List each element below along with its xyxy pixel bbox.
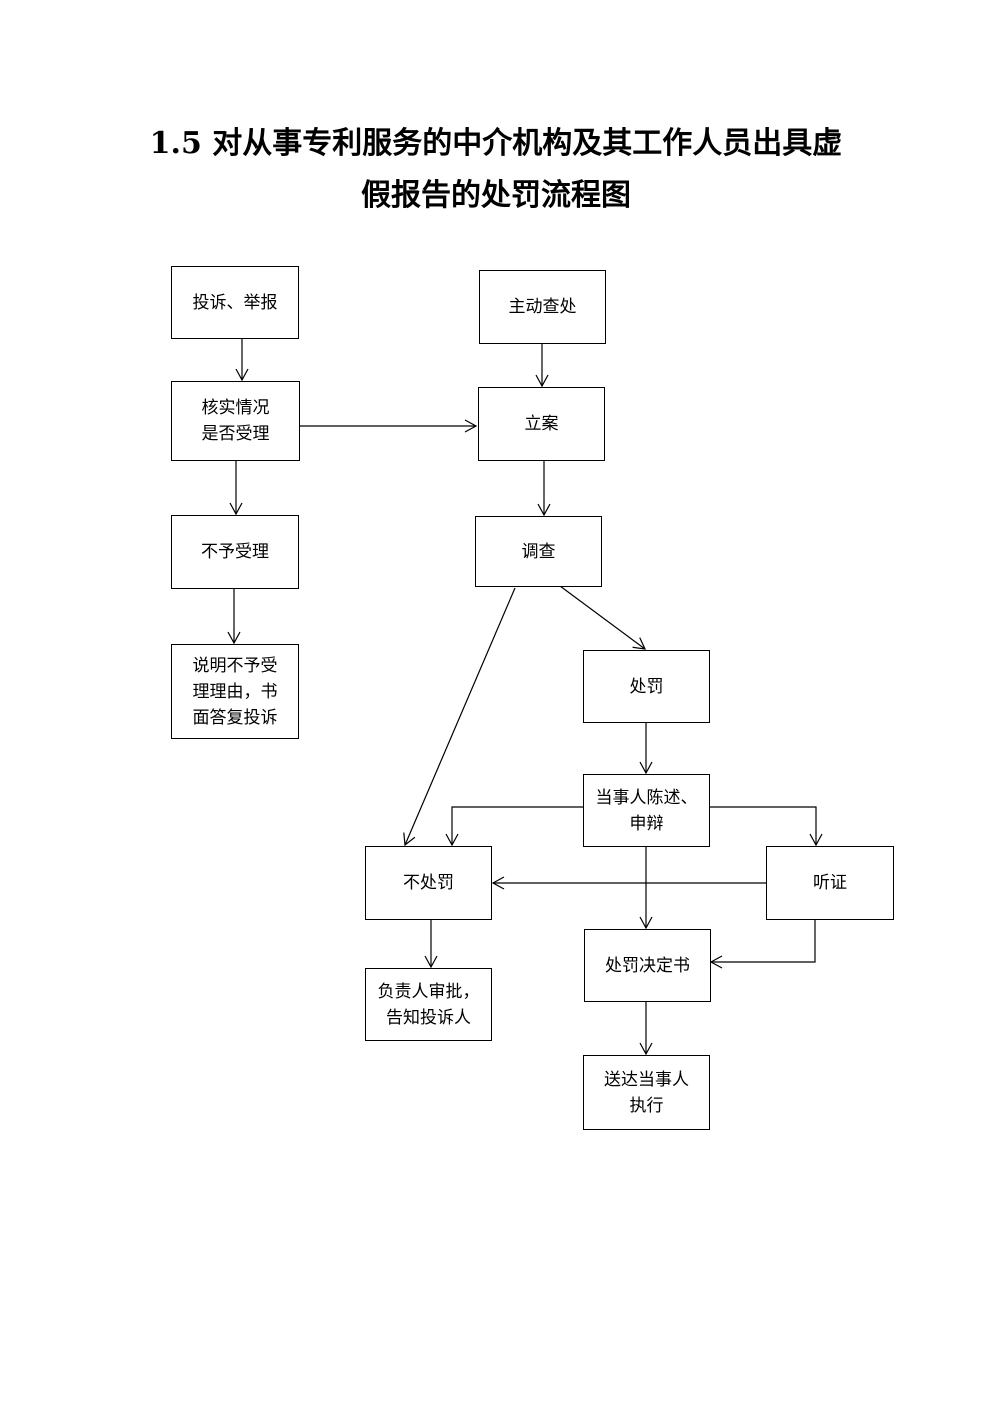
node-no-punish-label: 不处罚 xyxy=(403,873,454,893)
node-reject: 不予受理 xyxy=(171,515,299,589)
arrow-statement-to-no-punish xyxy=(445,806,583,847)
node-statement: 当事人陈述、 申辩 xyxy=(583,774,710,847)
node-explain-label: 说明不予受 理理由，书 面答复投诉 xyxy=(192,655,278,728)
node-file-case-label: 立案 xyxy=(524,414,559,434)
node-deliver: 送达当事人 执行 xyxy=(583,1055,710,1130)
arrow-statement-to-hearing xyxy=(710,806,823,847)
node-deliver-label: 送达当事人 执行 xyxy=(604,1069,689,1116)
node-hearing: 听证 xyxy=(766,846,894,920)
node-decision-label: 处罚决定书 xyxy=(605,955,690,976)
arrow-investigate-to-no-punish xyxy=(403,587,516,847)
node-hearing-label: 听证 xyxy=(813,873,847,893)
node-investigate-label: 调查 xyxy=(521,541,556,562)
node-investigate: 调查 xyxy=(475,516,602,587)
node-approve: 负责人审批， 告知投诉人 xyxy=(365,968,492,1041)
node-verify: 核实情况 是否受理 xyxy=(171,381,300,461)
node-approve-label: 负责人审批， 告知投诉人 xyxy=(377,981,480,1028)
node-self-check: 主动查处 xyxy=(479,270,606,344)
node-file-case: 立案 xyxy=(478,387,605,461)
page-title: 1.5 对从事专利服务的中介机构及其工作人员出具虚 xyxy=(149,126,843,161)
node-complaint-label: 投诉、举报 xyxy=(192,292,278,313)
node-punish: 处罚 xyxy=(583,650,710,723)
node-complaint: 投诉、举报 xyxy=(171,266,299,339)
node-decision: 处罚决定书 xyxy=(584,929,711,1002)
node-statement-label: 当事人陈述、 申辩 xyxy=(595,787,698,834)
node-verify-label: 核实情况 是否受理 xyxy=(201,398,270,444)
node-explain: 说明不予受 理理由，书 面答复投诉 xyxy=(171,644,299,739)
arrow-investigate-to-punish xyxy=(559,585,647,650)
arrow-hearing-to-decision xyxy=(709,920,816,969)
node-punish-label: 处罚 xyxy=(629,676,664,697)
page-title-continued: 假报告的处罚流程图 xyxy=(361,178,631,213)
node-reject-label: 不予受理 xyxy=(201,542,269,562)
node-no-punish: 不处罚 xyxy=(365,846,492,920)
node-self-check-label: 主动查处 xyxy=(508,297,577,317)
